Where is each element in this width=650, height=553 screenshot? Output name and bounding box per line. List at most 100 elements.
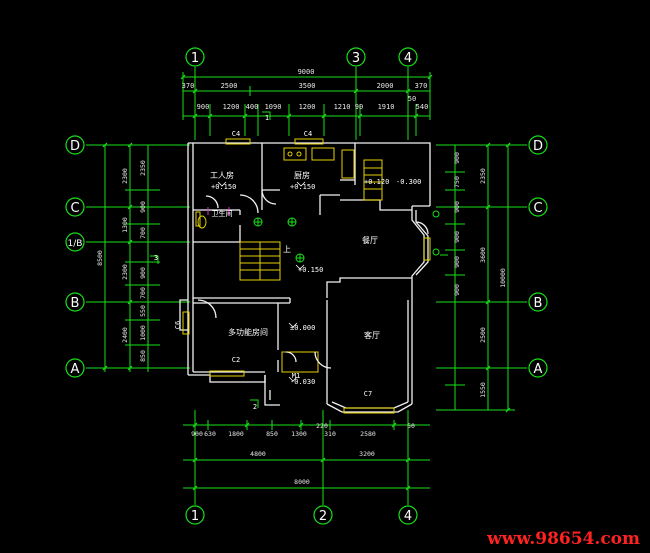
level-marks: +0.150 +0.150 +0.120 -0.300 +0.150 ±0.00… — [211, 178, 421, 386]
axis-bubble-left-b — [65, 292, 85, 312]
level-kitchen: +0.150 — [290, 183, 315, 191]
top-dim: 370 — [415, 82, 428, 90]
axis-bubble-left-d — [65, 135, 85, 155]
top-dim: 1200 — [223, 103, 240, 111]
room-name-multi: 多功能房间 — [228, 327, 268, 337]
right-dim: 900 — [453, 284, 461, 296]
bottom-dim: 1300 — [291, 430, 307, 438]
top-dim: 3500 — [299, 82, 316, 90]
axis-bubble-bottom-4 — [398, 505, 418, 525]
right-dim: 3600 — [479, 247, 487, 263]
bottom-dim-mid: 3200 — [359, 450, 375, 458]
left-dim-total: 8500 — [96, 250, 104, 266]
bottom-dim-mid: 4800 — [250, 450, 266, 458]
left-dim: 2400 — [121, 327, 129, 343]
bottom-dimension-text: 900 630 1800 850 1300 220 2580 50 310 48… — [191, 422, 415, 486]
right-dim: 1550 — [479, 382, 487, 398]
bottom-dim: 850 — [266, 430, 278, 438]
right-dim-total: 10000 — [499, 268, 507, 288]
top-dim: 370 — [182, 82, 195, 90]
axis-labels: 1 3 4 1 2 4 D C 1/B B A D C B A — [68, 51, 543, 524]
top-dim: 90 — [355, 103, 363, 111]
ceiling-light-symbols — [253, 210, 440, 263]
left-dim: 1000 — [139, 325, 147, 341]
top-dim: 540 — [416, 103, 429, 111]
left-dim: 900 — [139, 201, 147, 213]
right-dim: 900 — [453, 231, 461, 243]
top-dim: 1090 — [265, 103, 282, 111]
bottom-dim: 2580 — [360, 430, 376, 438]
left-dim: 850 — [139, 350, 147, 362]
axis-label-left-b: B — [71, 296, 80, 311]
bottom-dim: 630 — [204, 430, 216, 438]
left-dim: 2300 — [121, 264, 129, 280]
bottom-dim: 1800 — [228, 430, 244, 438]
left-dim: 700 — [139, 287, 147, 299]
left-dim: 700 — [139, 227, 147, 239]
tag-c4-right: C4 — [304, 130, 312, 138]
axis-bubble-left-c — [65, 197, 85, 217]
room-name-living: 客厅 — [364, 330, 380, 340]
level-hall: +0.150 — [298, 266, 323, 274]
top-dim-extra: 50 — [408, 95, 416, 103]
axis-bubbles — [65, 47, 548, 525]
axis-label-top-3: 3 — [352, 51, 360, 66]
axis-label-left-1b: 1/B — [68, 239, 83, 249]
room-name-kitchen: 厨房 — [294, 170, 310, 180]
top-dim: 1910 — [378, 103, 395, 111]
axis-bubble-right-a — [528, 358, 548, 378]
door-swings — [197, 189, 429, 369]
right-dim: 2350 — [479, 168, 487, 184]
axis-bubble-left-1b — [65, 232, 85, 252]
top-dim: 1210 — [334, 103, 351, 111]
dimension-lines — [86, 67, 527, 505]
top-dimension-text: 9000 370 2500 3500 2000 370 900 1200 400… — [182, 68, 429, 111]
level-outside: -0.300 — [396, 178, 421, 186]
room-name-dining: 餐厅 — [362, 236, 378, 245]
axis-label-right-c: C — [533, 201, 542, 216]
axis-label-left-d: D — [70, 139, 80, 154]
dimension-ticks — [102, 74, 511, 491]
left-dimension-text: 8500 2300 1300 2300 2400 2350 900 700 90… — [96, 160, 147, 362]
left-dim: 2350 — [139, 160, 147, 176]
axis-label-right-b: B — [534, 296, 543, 311]
bottom-dim: 50 — [407, 422, 415, 430]
level-triangles — [217, 181, 306, 382]
room-labels: 工人房 厨房 餐厅 客厅 多功能房间 卫生间 — [210, 170, 380, 340]
left-dim: 1300 — [121, 217, 129, 233]
tag-section-1: 1 — [265, 114, 269, 122]
right-dim: 900 — [453, 201, 461, 213]
tag-stair-up: 上 — [283, 245, 291, 254]
room-name-bath: 卫生间 — [212, 209, 233, 218]
tag-c6: C6 — [174, 321, 182, 329]
tag-m1: M1 — [292, 372, 300, 380]
right-dim: 900 — [453, 152, 461, 164]
axis-bubble-right-d — [528, 135, 548, 155]
left-dim: 900 — [139, 267, 147, 279]
bottom-dim: 220 — [316, 422, 328, 430]
opening-tags: C4 C4 C2 C7 C6 M1 上 1 2 3 — [154, 114, 372, 411]
tag-c7: C7 — [364, 390, 372, 398]
room-name-servant: 工人房 — [210, 170, 234, 180]
bottom-dim-small: 310 — [324, 430, 336, 438]
top-dim: 1200 — [299, 103, 316, 111]
left-dim: 2300 — [121, 168, 129, 184]
axis-label-right-d: D — [533, 139, 543, 154]
axis-label-left-a: A — [71, 362, 80, 377]
axis-label-top-1: 1 — [191, 51, 199, 66]
level-floor: ±0.000 — [290, 324, 315, 332]
axis-bubble-top-1 — [185, 47, 205, 67]
axis-bubble-right-c — [528, 197, 548, 217]
tag-c2: C2 — [232, 356, 240, 364]
level-entry: -0.030 — [290, 378, 315, 386]
level-servant: +0.150 — [211, 183, 236, 191]
top-dim: 2500 — [221, 82, 238, 90]
top-dim-total: 9000 — [298, 68, 315, 76]
axis-bubble-top-3 — [346, 47, 366, 67]
watermark-text: www.98654.com — [486, 529, 640, 549]
wall-accents — [207, 207, 230, 215]
axis-label-top-4: 4 — [404, 51, 412, 66]
axis-bubble-right-b — [528, 292, 548, 312]
left-dim: 550 — [139, 305, 147, 317]
